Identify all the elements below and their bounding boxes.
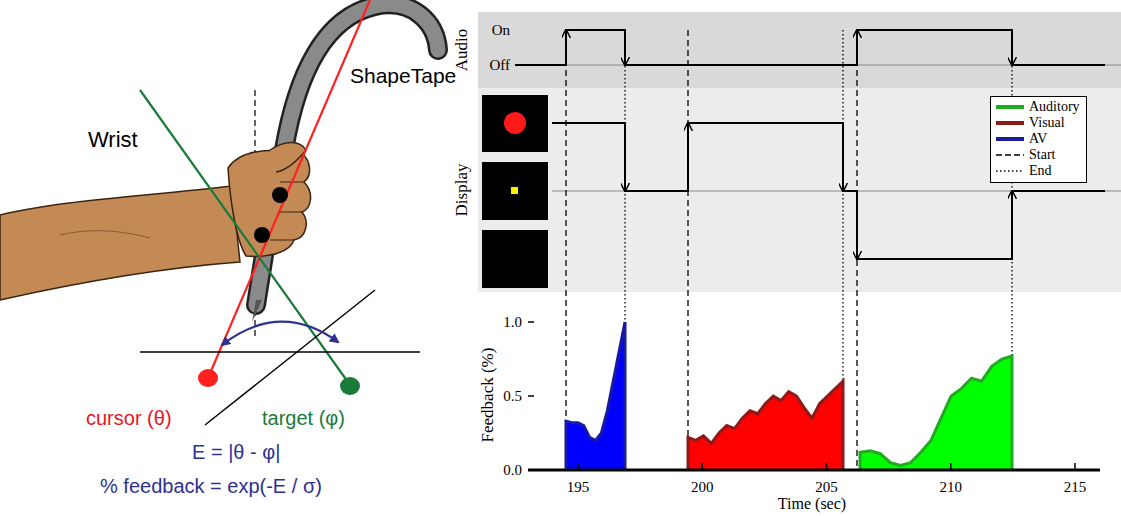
- legend-text: Start: [1029, 147, 1055, 163]
- axis-title: Feedback (%): [479, 348, 498, 443]
- legend-text: Auditory: [1029, 99, 1080, 115]
- legend-entry: AV: [995, 131, 1080, 147]
- figure-stroke: [272, 187, 288, 203]
- figure-stroke: [270, 182, 304, 240]
- row-title: Audio: [453, 29, 472, 72]
- figure-stroke: [270, 143, 306, 173]
- tick-label: 195: [567, 479, 590, 496]
- figure-stroke: [528, 469, 534, 471]
- figure-stroke: [198, 369, 218, 387]
- figure-stroke: [340, 377, 360, 395]
- figure-stroke: [205, 290, 375, 425]
- signal-traces: [515, 30, 1105, 259]
- figure-stroke: [842, 123, 844, 191]
- figure-stroke: [222, 322, 338, 345]
- figure-stroke: [252, 300, 262, 322]
- level-label: On: [492, 22, 510, 39]
- cursor-label: cursor (θ): [86, 407, 172, 429]
- legend-swatch: [996, 137, 1024, 141]
- feedback-axes: [528, 322, 1100, 470]
- figure-stroke: [504, 112, 526, 134]
- figure-stroke: [254, 227, 270, 243]
- figure-stroke: [687, 30, 688, 470]
- error-formula: E = |θ - φ|: [192, 441, 280, 463]
- figure-stroke: [856, 30, 857, 470]
- figure-stroke: [566, 322, 625, 470]
- figure-stroke: [565, 30, 566, 470]
- figure-stroke: [482, 162, 548, 220]
- part-label: ShapeTape: [350, 64, 456, 87]
- legend-line-sample: [996, 170, 1024, 172]
- figure-stroke: [482, 95, 548, 152]
- level-label: Off: [489, 57, 510, 74]
- figure-stroke: [688, 381, 843, 470]
- event-lines: [566, 30, 1012, 470]
- feedback-formula: % feedback = exp(-E / σ): [100, 475, 322, 497]
- arm-illustration: [0, 0, 438, 425]
- figure-stroke: [140, 351, 420, 352]
- figure-stroke: [528, 395, 534, 397]
- figure-stroke: [1074, 463, 1076, 470]
- legend-sample: [995, 165, 1025, 177]
- figure-stroke: [1011, 191, 1013, 259]
- figure-stroke: [688, 381, 843, 470]
- legend-swatch: [996, 121, 1024, 125]
- figure-stroke: [860, 356, 1012, 470]
- figure-stroke: [860, 356, 1012, 470]
- figure-stroke: [566, 322, 625, 470]
- target-label: target (φ): [262, 407, 345, 429]
- legend-line-sample: [996, 154, 1024, 156]
- axis-title: Time (sec): [778, 495, 846, 513]
- tick-label: 1.0: [503, 314, 522, 331]
- figure-stroke: [577, 463, 579, 470]
- figure-stroke: [515, 30, 1105, 65]
- row-title: Display: [453, 164, 472, 217]
- legend-sample: [995, 101, 1025, 113]
- legend-sample: [995, 117, 1025, 129]
- feedback-areas: [566, 322, 1012, 470]
- legend-sample: [995, 149, 1025, 161]
- legend-entry: End: [995, 163, 1080, 179]
- tick-label: 0.5: [503, 388, 522, 405]
- figure-stroke: [478, 88, 1121, 292]
- figure-stroke: [702, 463, 704, 470]
- figure-stroke: [950, 463, 952, 470]
- figure-stroke: [624, 123, 626, 191]
- figure-stroke: [140, 90, 350, 385]
- figure-stroke: [826, 463, 828, 470]
- tick-label: 215: [1064, 479, 1087, 496]
- figure-stroke: [528, 321, 534, 323]
- legend-text: End: [1029, 163, 1052, 179]
- figure-stroke: [0, 186, 240, 300]
- chart-bands: [478, 12, 1121, 292]
- figure-stroke: [482, 230, 548, 288]
- legend-sample: [995, 133, 1025, 145]
- figure-stroke: [256, 4, 438, 305]
- legend-swatch: [996, 105, 1024, 109]
- tick-label: 200: [691, 479, 714, 496]
- legend-text: Visual: [1029, 115, 1065, 131]
- legend-text: AV: [1029, 131, 1047, 147]
- figure-stroke: [256, 4, 438, 305]
- legend-entry: Auditory: [995, 99, 1080, 115]
- tick-label: 205: [815, 479, 838, 496]
- part-label: Wrist: [88, 128, 138, 152]
- tick-label: 0.0: [503, 462, 522, 479]
- figure-stroke: [511, 187, 518, 194]
- tick-label: 210: [940, 479, 963, 496]
- legend-box: AuditoryVisualAVStartEnd: [990, 96, 1087, 183]
- figure-stroke: [528, 469, 1100, 472]
- figure-stroke: [208, 0, 370, 378]
- figure-stroke: [60, 231, 150, 238]
- figure-stroke: [478, 12, 1121, 88]
- legend-entry: Start: [995, 147, 1080, 163]
- legend-entry: Visual: [995, 115, 1080, 131]
